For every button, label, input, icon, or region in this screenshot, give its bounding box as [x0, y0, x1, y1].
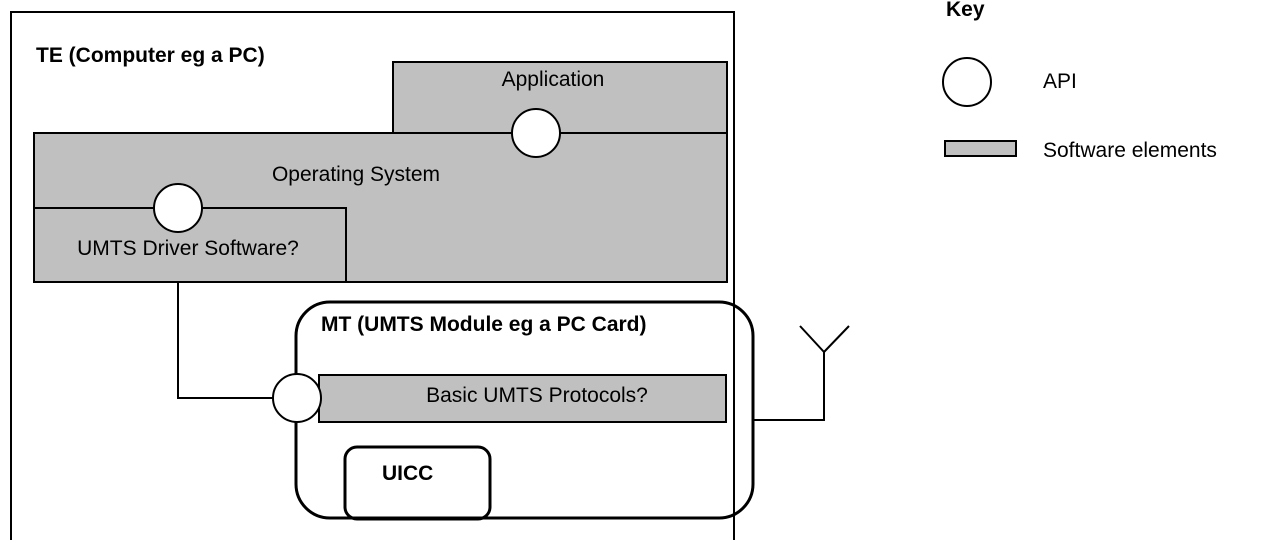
uicc-box: [343, 445, 492, 521]
key-software-label: Software elements: [1043, 139, 1217, 162]
driver-label: UMTS Driver Software?: [77, 237, 299, 260]
key-software-icon: [944, 140, 1017, 157]
protocols-label: Basic UMTS Protocols?: [426, 384, 648, 407]
te-box: [10, 11, 735, 540]
key-title: Key: [946, 0, 985, 21]
te-title: TE (Computer eg a PC): [36, 44, 265, 67]
key-api-label: API: [1043, 70, 1077, 93]
driver-connection-line: [177, 282, 273, 399]
mt-title: MT (UMTS Module eg a PC Card): [321, 313, 647, 336]
mt-api: [272, 373, 322, 423]
uicc-label: UICC: [382, 462, 433, 485]
application-api: [511, 108, 561, 158]
protocols-block: [318, 374, 727, 423]
application-label: Application: [502, 68, 605, 91]
antenna-icon: [753, 325, 850, 421]
key-api-icon: [942, 57, 992, 107]
driver-api: [153, 183, 203, 233]
operating-system-label: Operating System: [272, 163, 440, 186]
